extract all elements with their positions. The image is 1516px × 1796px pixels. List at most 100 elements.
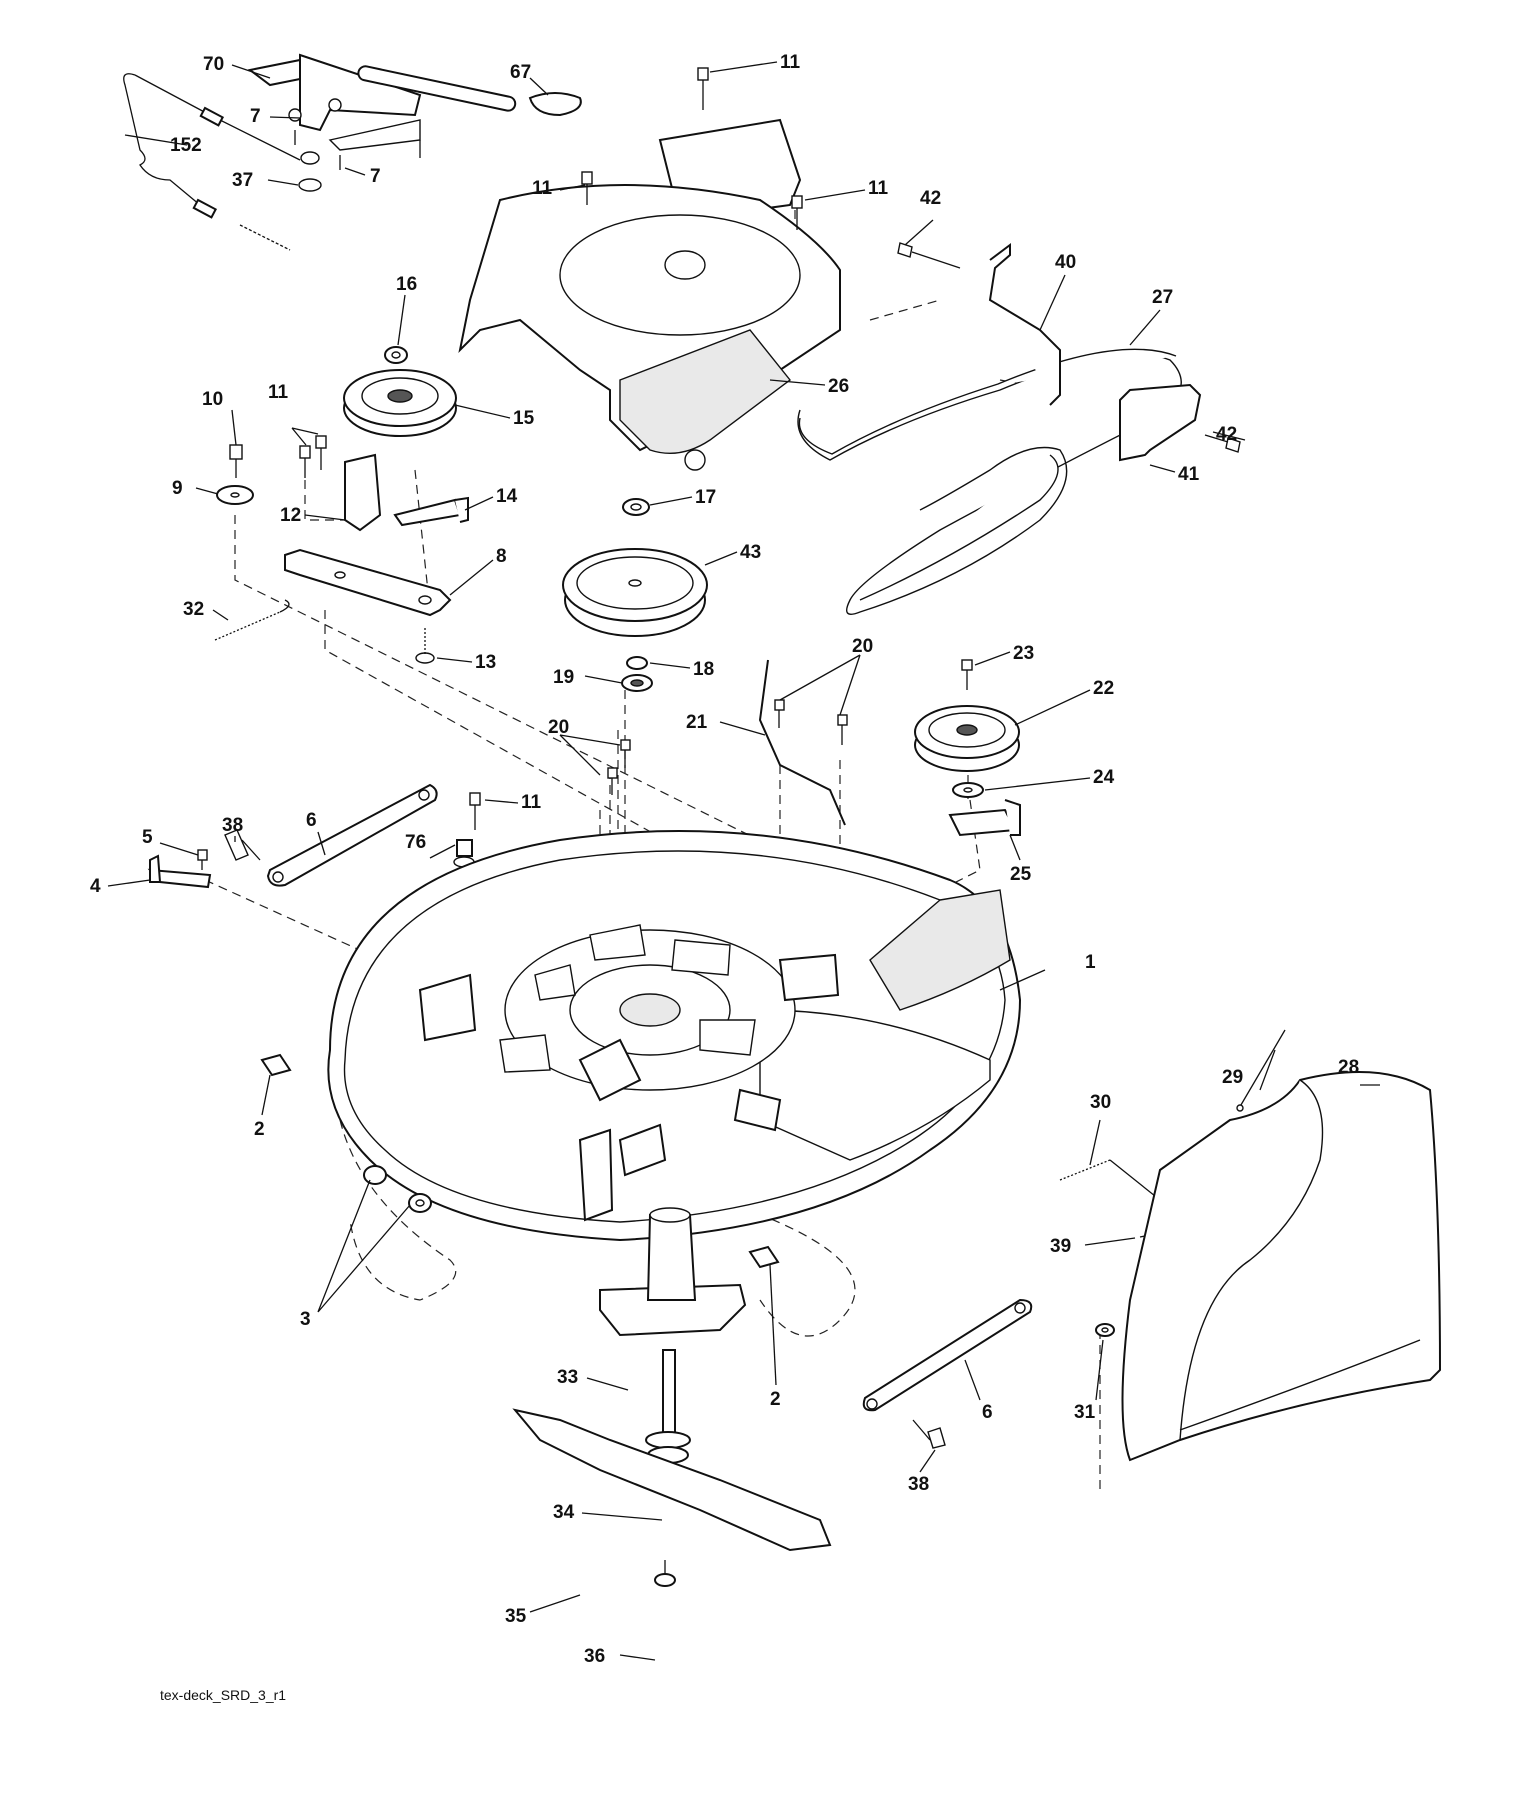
callout-11: 11 (532, 178, 553, 199)
callout-76: 76 (405, 832, 426, 853)
washer-24 (952, 782, 984, 798)
callout-41: 41 (1178, 464, 1200, 485)
callout-30: 30 (1090, 1092, 1111, 1113)
callout-11: 11 (868, 178, 889, 199)
pin-2-right (748, 1245, 780, 1269)
callout-11: 11 (780, 52, 801, 73)
pin-2-left (260, 1053, 292, 1077)
callout-37: 37 (232, 170, 253, 191)
bolt-10 (229, 444, 243, 478)
pulley-43 (562, 548, 708, 637)
bolt-11-mid (469, 792, 481, 830)
idler-pulley-15 (343, 369, 457, 437)
bracket-4 (147, 854, 212, 889)
callout-11: 11 (521, 792, 542, 813)
washer-37 (298, 151, 322, 192)
mower-deck-1 (327, 830, 1022, 1242)
callout-27: 27 (1152, 287, 1173, 308)
callout-28: 28 (1338, 1057, 1359, 1078)
callout-42: 42 (1216, 424, 1237, 445)
callout-20: 20 (548, 717, 569, 738)
callout-labels: 70 67 11 7 152 37 7 11 11 42 40 27 16 10… (90, 52, 1359, 1667)
callout-152: 152 (170, 135, 202, 156)
callout-43: 43 (740, 542, 761, 563)
drawing-id: tex-deck_SRD_3_r1 (160, 1687, 286, 1703)
callout-35: 35 (505, 1606, 527, 1627)
callout-39: 39 (1050, 1236, 1071, 1257)
callout-18: 18 (693, 659, 714, 680)
rod-21 (758, 659, 846, 826)
callout-38: 38 (908, 1474, 929, 1495)
screws-11-top (581, 67, 803, 230)
spindle-housing-33 (599, 1207, 747, 1337)
belt-guide-40 (988, 243, 1061, 406)
callout-22: 22 (1093, 678, 1114, 699)
spring-32 (214, 599, 290, 641)
bolt-38-right (912, 1419, 946, 1449)
idler-arm-8 (284, 548, 452, 617)
callout-12: 12 (280, 505, 301, 526)
bolts-42 (897, 242, 1241, 453)
callout-23: 23 (1013, 643, 1034, 664)
bracket-12 (344, 453, 382, 532)
bolt-36 (654, 1560, 676, 1587)
callout-6: 6 (982, 1402, 993, 1423)
callout-15: 15 (513, 408, 535, 429)
bolts-20-right (774, 699, 848, 745)
callout-17: 17 (695, 487, 716, 508)
belt-guide-41 (1119, 383, 1202, 462)
callout-34: 34 (553, 1502, 575, 1523)
drive-belt-27 (797, 348, 1182, 615)
bolts-20-center (607, 739, 631, 795)
callout-36: 36 (584, 1646, 605, 1667)
nut-17 (622, 498, 650, 516)
callout-20: 20 (852, 636, 873, 657)
callout-19: 19 (553, 667, 574, 688)
engagement-lever-assembly (247, 53, 582, 170)
callout-10: 10 (202, 389, 223, 410)
callout-2: 2 (770, 1389, 781, 1410)
callout-40: 40 (1055, 252, 1076, 273)
bracket-14 (393, 496, 469, 527)
callout-11: 11 (268, 382, 289, 403)
callout-13: 13 (475, 652, 496, 673)
callout-6: 6 (306, 810, 317, 831)
callout-3: 3 (300, 1309, 311, 1330)
callout-4: 4 (90, 876, 101, 897)
bolt-13 (415, 628, 435, 664)
callout-32: 32 (183, 599, 204, 620)
callout-21: 21 (686, 712, 708, 733)
idler-pulley-22 (914, 705, 1020, 772)
bolt-38-left (224, 829, 261, 861)
callout-16: 16 (396, 274, 417, 295)
callout-67: 67 (510, 62, 531, 83)
callout-14: 14 (496, 486, 518, 507)
callout-5: 5 (142, 827, 153, 848)
bearing-18-19 (621, 656, 653, 692)
spindle-shaft-34 (645, 1349, 691, 1464)
washer-31 (1095, 1323, 1115, 1337)
callout-2: 2 (254, 1119, 265, 1140)
callout-26: 26 (828, 376, 849, 397)
lift-link-6-right (862, 1298, 1033, 1412)
bolts-11-left (299, 435, 327, 478)
leader-lines (107, 61, 1380, 1661)
washer-9 (216, 485, 254, 505)
callout-24: 24 (1093, 767, 1115, 788)
bolt-5 (197, 849, 208, 870)
callout-9: 9 (172, 478, 183, 499)
callout-7: 7 (250, 106, 261, 127)
bolt-23 (961, 659, 973, 690)
blade-35 (512, 1408, 832, 1552)
discharge-chute-28 (1121, 1071, 1442, 1462)
bracket-25 (948, 799, 1021, 837)
callout-8: 8 (496, 546, 507, 567)
callout-33: 33 (557, 1367, 578, 1388)
deck-lift-cable-152 (123, 73, 301, 251)
callout-31: 31 (1074, 1402, 1096, 1423)
callout-42: 42 (920, 188, 941, 209)
lift-link-6-left (266, 783, 438, 887)
callout-25: 25 (1010, 864, 1032, 885)
belt-cover-26 (458, 118, 841, 471)
